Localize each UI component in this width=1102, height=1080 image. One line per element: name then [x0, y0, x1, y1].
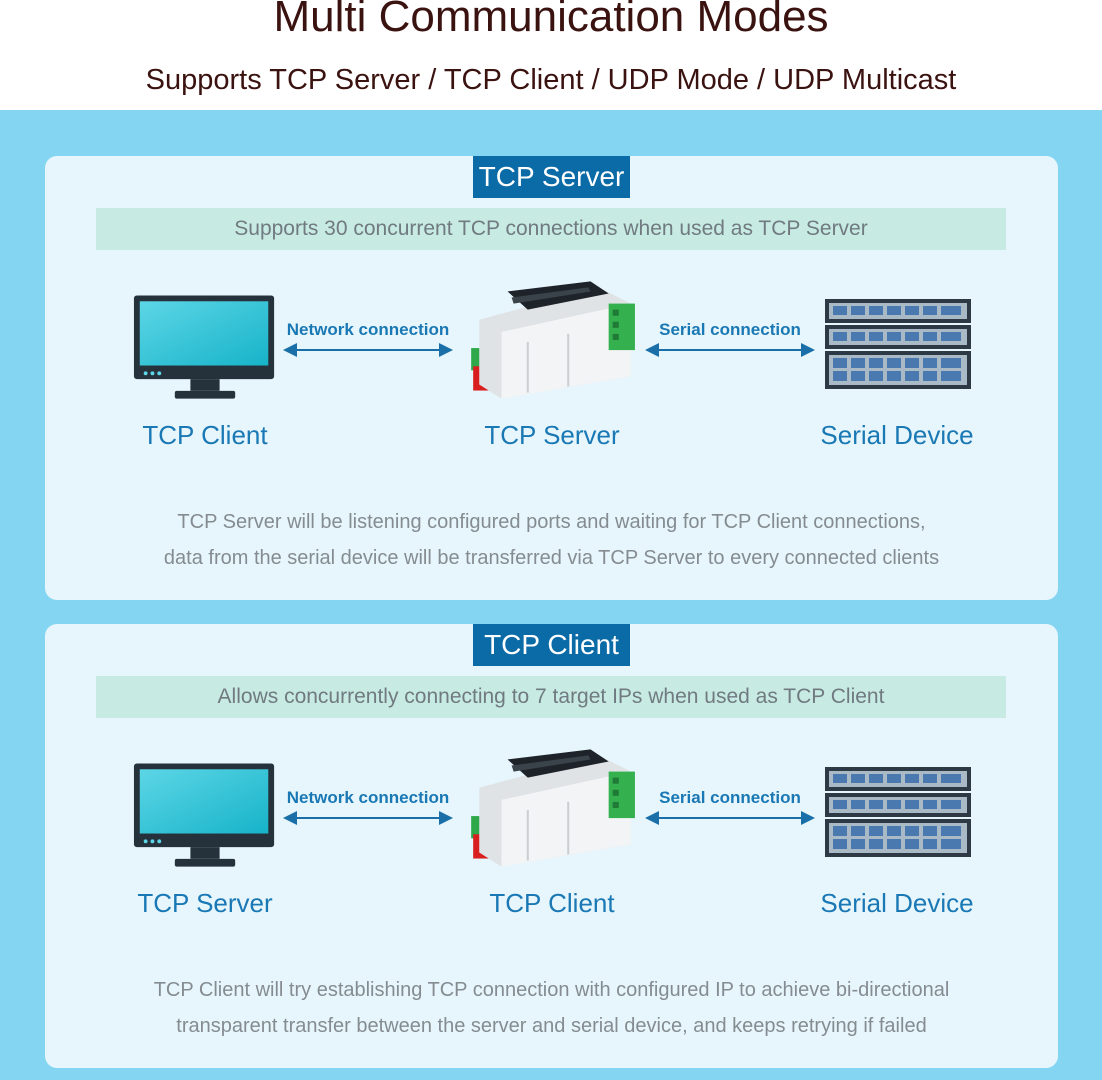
- panel-description: TCP Server will be listening configured …: [75, 504, 1028, 576]
- panel-band: Supports 30 concurrent TCP connections w…: [96, 208, 1006, 250]
- page-title: Multi Communication Modes: [273, 0, 829, 41]
- tcp-client-panel: TCP Client Allows concurrently connectin…: [45, 624, 1058, 1068]
- right-node-label: Serial Device: [820, 420, 974, 450]
- center-node-label: TCP Server: [484, 420, 620, 450]
- monitor-icon: [132, 761, 278, 871]
- description-line: data from the serial device will be tran…: [163, 547, 940, 569]
- description-line: TCP Server will be listening configured …: [177, 511, 926, 533]
- server-rack-icon: [823, 762, 973, 860]
- network-connection-label: Network connection: [286, 788, 450, 807]
- network-connection-label: Network connection: [286, 320, 450, 339]
- din-rail-converter-icon: [457, 748, 639, 872]
- left-node-label: TCP Client: [142, 420, 268, 450]
- panel-tag: TCP Server: [473, 156, 630, 198]
- double-arrow-icon: [645, 340, 815, 360]
- left-node-label: TCP Server: [137, 888, 273, 918]
- din-rail-converter-icon: [457, 280, 639, 404]
- description-line: TCP Client will try establishing TCP con…: [153, 979, 950, 1001]
- description-line: transparent transfer between the server …: [176, 1015, 927, 1037]
- right-node-label: Serial Device: [820, 888, 974, 918]
- serial-connection-label: Serial connection: [659, 320, 801, 339]
- tcp-server-panel: TCP Server Supports 30 concurrent TCP co…: [45, 156, 1058, 600]
- center-node-label: TCP Client: [489, 888, 615, 918]
- serial-connection-label: Serial connection: [659, 788, 801, 807]
- monitor-icon: [132, 293, 278, 403]
- panel-tag: TCP Client: [473, 624, 630, 666]
- panel-band: Allows concurrently connecting to 7 targ…: [96, 676, 1006, 718]
- panel-description: TCP Client will try establishing TCP con…: [75, 972, 1028, 1044]
- server-rack-icon: [823, 294, 973, 392]
- double-arrow-icon: [645, 808, 815, 828]
- double-arrow-icon: [283, 808, 453, 828]
- double-arrow-icon: [283, 340, 453, 360]
- page-subtitle: Supports TCP Server / TCP Client / UDP M…: [145, 64, 957, 96]
